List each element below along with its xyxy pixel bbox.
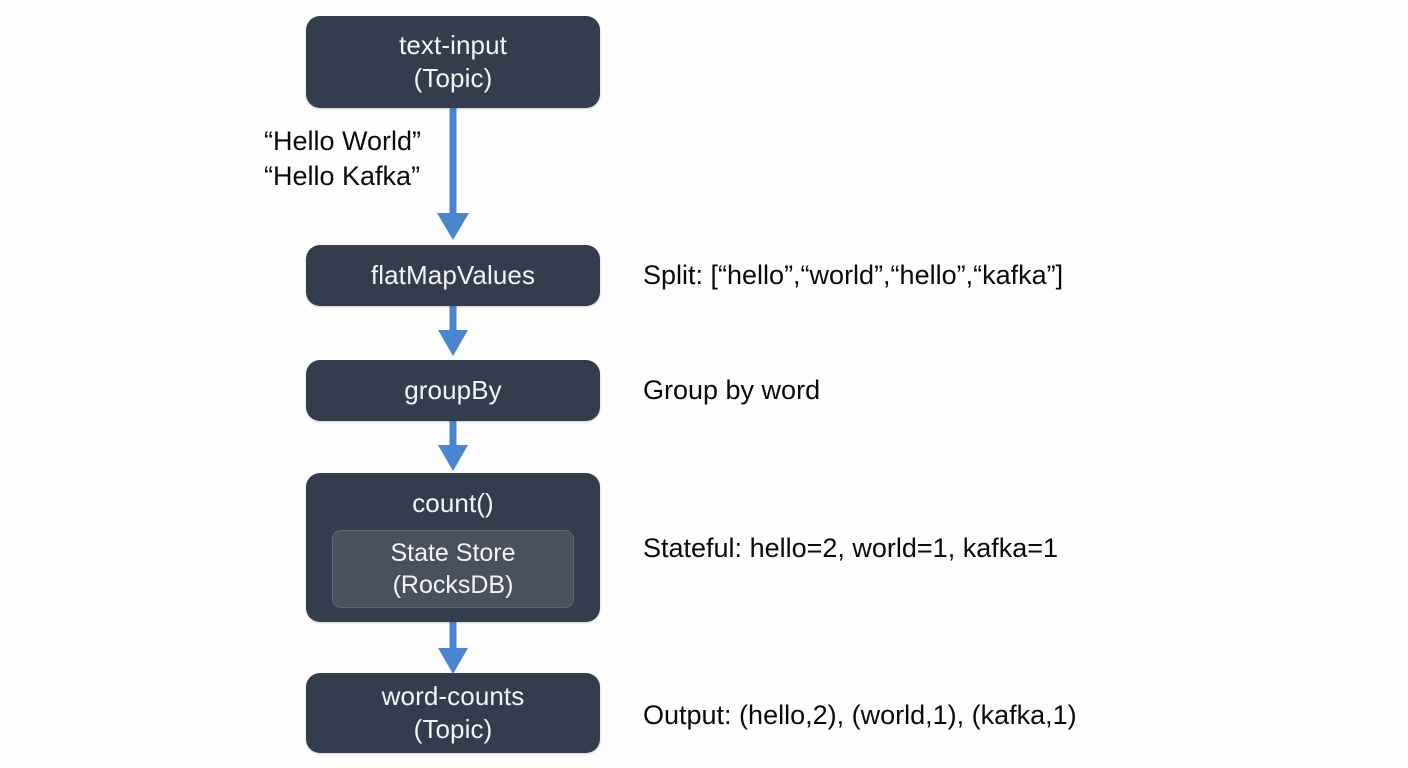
arrow-text-input-to-flatmapvalues [437, 108, 469, 240]
arrow-groupby-to-count [438, 421, 468, 471]
arrow-flatmapvalues-to-groupby [438, 306, 468, 356]
edge-label-line-2: “Hello Kafka” [264, 161, 421, 191]
node-count-label: count() [412, 488, 494, 518]
node-flat-map-values-label: flatMapValues [370, 260, 536, 290]
node-word-counts-label-primary: word-counts [381, 681, 525, 711]
node-text-input-label-secondary: (Topic) [413, 63, 493, 93]
node-group-by-label: groupBy [404, 375, 502, 405]
annotation-split: Split: [“hello”,“world”,“hello”,“kafka”] [643, 260, 1064, 290]
node-text-input-label-primary: text-input [399, 30, 507, 60]
node-state-store[interactable]: State Store (RocksDB) [332, 530, 574, 608]
node-word-counts[interactable]: word-counts (Topic) [306, 673, 600, 753]
node-group-by[interactable]: groupBy [306, 360, 600, 421]
node-text-input[interactable]: text-input (Topic) [306, 16, 600, 108]
edge-label-input-messages: “Hello World” “Hello Kafka” [264, 124, 421, 194]
node-state-store-label-primary: State Store [390, 539, 516, 567]
annotation-stateful-counts: Stateful: hello=2, world=1, kafka=1 [643, 533, 1059, 563]
node-state-store-label-secondary: (RocksDB) [392, 571, 514, 599]
edge-label-line-1: “Hello World” [264, 126, 422, 156]
node-word-counts-label-secondary: (Topic) [413, 714, 493, 744]
annotation-output-pairs: Output: (hello,2), (world,1), (kafka,1) [643, 700, 1077, 730]
node-flat-map-values[interactable]: flatMapValues [306, 245, 600, 306]
annotation-group-by-word: Group by word [643, 375, 821, 405]
arrow-count-to-word-counts [438, 622, 468, 674]
